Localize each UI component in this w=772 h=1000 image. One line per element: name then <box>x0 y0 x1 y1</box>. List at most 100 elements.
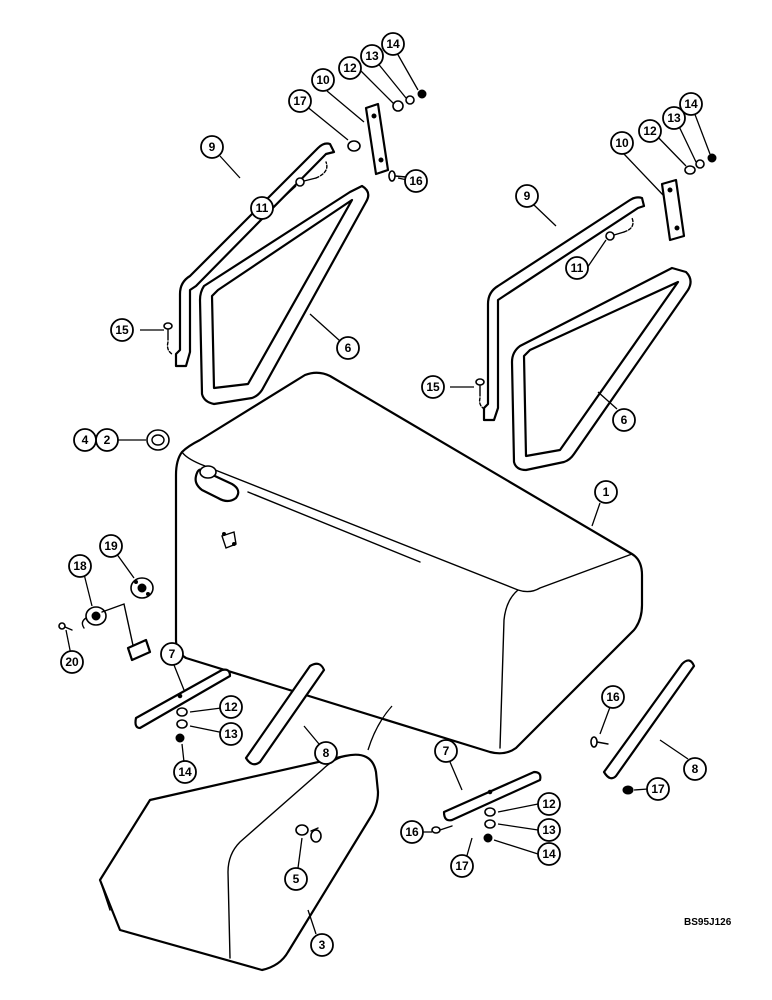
svg-text:14: 14 <box>684 97 698 111</box>
hardware-stack-left-bottom <box>175 707 188 743</box>
callout-6-right: 6 <box>612 408 636 432</box>
svg-text:12: 12 <box>224 700 238 714</box>
svg-text:19: 19 <box>104 539 118 553</box>
svg-text:12: 12 <box>343 61 357 75</box>
svg-text:7: 7 <box>169 647 176 661</box>
clamp-plate-right <box>660 178 686 242</box>
callout-13-left-top: 13 <box>360 44 384 68</box>
svg-text:13: 13 <box>542 823 556 837</box>
callout-5: 5 <box>284 867 308 891</box>
callout-11-left: 11 <box>250 196 274 220</box>
svg-text:14: 14 <box>542 847 556 861</box>
callout-2: 2 <box>95 428 119 452</box>
svg-text:15: 15 <box>426 380 440 394</box>
callout-19: 19 <box>99 534 123 558</box>
callout-14-left-top: 14 <box>381 32 405 56</box>
callout-15-left: 15 <box>110 318 134 342</box>
svg-text:8: 8 <box>692 762 699 776</box>
svg-text:6: 6 <box>345 341 352 355</box>
callout-11-right: 11 <box>565 256 589 280</box>
callout-9-right: 9 <box>515 184 539 208</box>
svg-text:12: 12 <box>643 124 657 138</box>
svg-text:5: 5 <box>293 872 300 886</box>
fuel-tank <box>174 371 644 755</box>
svg-text:3: 3 <box>319 938 326 952</box>
svg-text:18: 18 <box>73 559 87 573</box>
fuel-sender <box>81 603 152 662</box>
strap-hanger-right <box>482 196 646 422</box>
callout-9-left: 9 <box>200 135 224 159</box>
callout-12-left-bottom: 12 <box>219 695 243 719</box>
callout-10-right: 10 <box>610 131 634 155</box>
svg-text:14: 14 <box>178 765 192 779</box>
spacer-right <box>602 659 696 780</box>
callout-16-top: 16 <box>404 169 428 193</box>
callout-14-right-top: 14 <box>679 92 703 116</box>
callout-10-left: 10 <box>311 68 335 92</box>
hardware-stack-left-top <box>392 89 427 112</box>
callout-4: 4 <box>73 428 97 452</box>
svg-text:17: 17 <box>293 94 307 108</box>
callout-8-left: 8 <box>314 741 338 765</box>
callout-15-right: 15 <box>421 375 445 399</box>
svg-text:16: 16 <box>409 174 423 188</box>
hardware-stack-right-bottom <box>483 807 496 843</box>
svg-text:13: 13 <box>365 49 379 63</box>
svg-text:4: 4 <box>82 433 89 447</box>
svg-text:16: 16 <box>606 690 620 704</box>
callout-13-left-bottom: 13 <box>219 722 243 746</box>
callout-17-bottom: 17 <box>450 854 474 878</box>
nut-right-17 <box>622 785 634 795</box>
svg-text:8: 8 <box>323 746 330 760</box>
svg-text:17: 17 <box>651 782 665 796</box>
svg-text:13: 13 <box>224 727 238 741</box>
strap-right <box>510 266 692 472</box>
svg-text:9: 9 <box>524 189 531 203</box>
support-angle-right <box>442 770 542 822</box>
svg-text:20: 20 <box>65 655 79 669</box>
svg-text:9: 9 <box>209 140 216 154</box>
callout-8-right: 8 <box>683 757 707 781</box>
sender-mount <box>221 531 237 549</box>
callout-13-right-top: 13 <box>662 106 686 130</box>
sender-gasket <box>130 577 154 599</box>
svg-text:10: 10 <box>316 73 330 87</box>
svg-text:1: 1 <box>603 485 610 499</box>
callout-14-right-bottom: 14 <box>537 842 561 866</box>
callout-18: 18 <box>68 554 92 578</box>
bolt-right-16a <box>590 736 609 748</box>
svg-text:7: 7 <box>443 744 450 758</box>
support-angle-left <box>134 668 232 730</box>
callout-1: 1 <box>594 480 618 504</box>
bolt-left-16 <box>388 170 407 182</box>
callout-17-right: 17 <box>646 777 670 801</box>
svg-text:11: 11 <box>571 261 584 275</box>
svg-text:17: 17 <box>455 859 469 873</box>
fuel-tank-lower <box>98 753 380 972</box>
view-link-line <box>367 705 393 751</box>
figure-code: BS95J126 <box>684 917 732 928</box>
bolt-left-15 <box>163 322 173 355</box>
callout-12-right-bottom: 12 <box>537 792 561 816</box>
callout-6-left: 6 <box>336 336 360 360</box>
filler-neck <box>194 465 240 503</box>
strap-hanger-left <box>174 142 336 368</box>
bolt-right-11 <box>605 217 634 241</box>
callout-7-left: 7 <box>160 642 184 666</box>
callout-14-left-bottom: 14 <box>173 760 197 784</box>
svg-text:12: 12 <box>542 797 556 811</box>
callout-20: 20 <box>60 650 84 674</box>
fuel-cap <box>146 429 170 451</box>
bolt-right-15 <box>475 378 487 411</box>
drain-plug <box>295 824 322 843</box>
nut-left-17 <box>347 140 361 152</box>
callout-16-right: 16 <box>601 685 625 709</box>
callout-7-right: 7 <box>434 739 458 763</box>
bolt-right-16b <box>431 825 453 834</box>
callout-13-right-bottom: 13 <box>537 818 561 842</box>
screw-20 <box>58 622 73 631</box>
svg-text:11: 11 <box>256 201 269 215</box>
svg-text:6: 6 <box>621 413 628 427</box>
svg-text:16: 16 <box>405 825 419 839</box>
